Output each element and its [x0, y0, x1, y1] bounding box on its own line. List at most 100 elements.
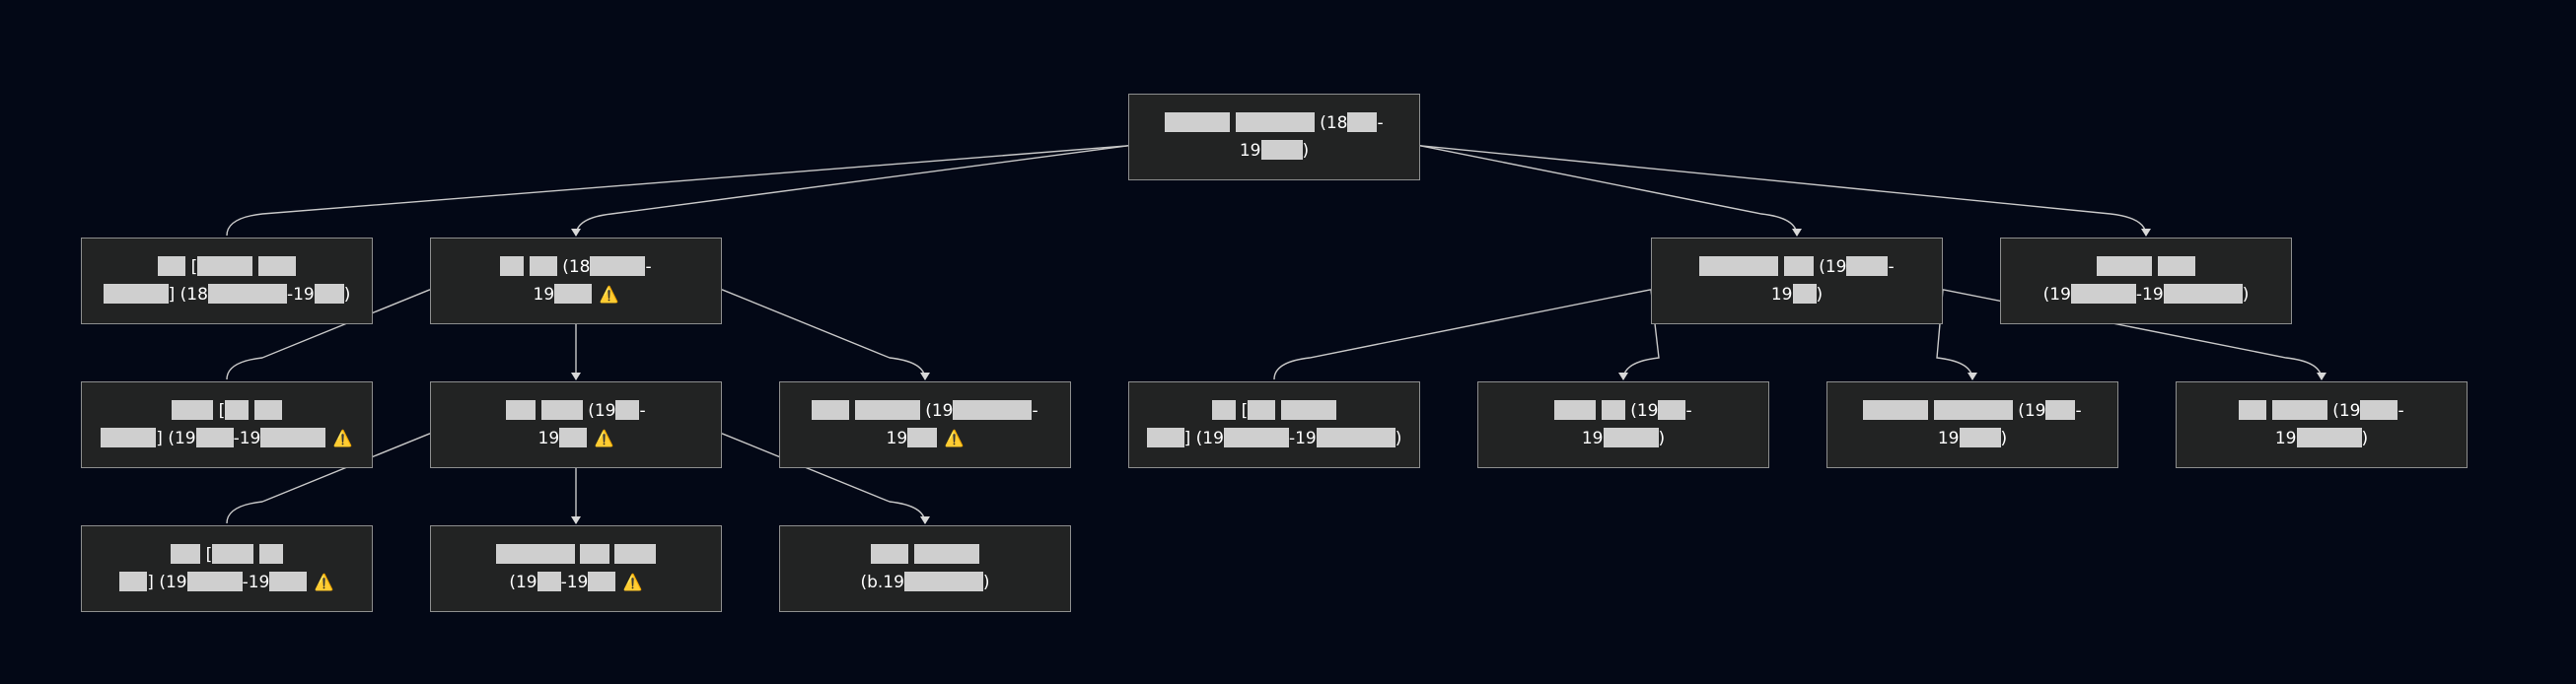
redacted-text	[258, 544, 283, 564]
redacted-text	[1248, 400, 1276, 420]
node-label: (19-19)	[1699, 253, 1895, 308]
redacted-text	[119, 572, 148, 591]
node-label-line: 19)	[1165, 137, 1383, 165]
label-text: )	[1395, 429, 1402, 448]
redacted-text	[903, 572, 983, 591]
arrowhead	[920, 373, 930, 380]
redacted-text	[812, 400, 850, 420]
redacted-text	[554, 284, 593, 304]
warning-icon: ⚠️	[944, 429, 965, 447]
warning-icon: ⚠️	[622, 573, 643, 591]
redacted-text	[529, 256, 557, 276]
node-label-line: (b.19)	[860, 569, 990, 596]
redacted-text	[1165, 112, 1231, 132]
redacted-text	[1235, 112, 1315, 132]
label-text: -19	[560, 573, 589, 592]
redacted-text	[269, 572, 308, 591]
node-label: (19-19 ⚠️	[812, 397, 1038, 452]
label-text: 19	[1581, 429, 1604, 448]
arrowhead	[571, 516, 581, 524]
label-text: [	[213, 401, 226, 421]
node-label: [ ] (19-19 ⚠️	[119, 541, 334, 596]
node-label-line: 19)	[1554, 425, 1691, 452]
redacted-text	[537, 572, 561, 591]
tree-node-child: (19-19)	[2000, 238, 2292, 324]
redacted-text	[2070, 284, 2136, 304]
redacted-text	[172, 400, 214, 420]
redacted-text	[2157, 256, 2195, 276]
label-text	[307, 573, 312, 592]
label-text: (19	[2012, 401, 2046, 421]
redacted-text	[871, 544, 909, 564]
connector-line	[1419, 145, 1798, 237]
arrowhead	[1968, 373, 1977, 380]
label-text: (18	[1314, 113, 1348, 133]
node-label-line: 19 ⚠️	[500, 281, 651, 308]
redacted-text	[1603, 428, 1659, 447]
label-text: -	[639, 401, 646, 421]
redacted-text	[1699, 256, 1779, 276]
label-text: -	[1032, 401, 1038, 421]
node-label-line: (19-	[1554, 397, 1692, 425]
node-label: [ ] (19-19)	[1146, 397, 1402, 452]
label-text: )	[343, 285, 351, 305]
tree-node-spouse: [ ] (19-19 ⚠️	[81, 525, 373, 612]
tree-node-great-grandchild: (b.19)	[779, 525, 1071, 612]
node-label-line: ] (19-19 ⚠️	[119, 569, 334, 596]
connector-line	[575, 145, 1129, 237]
redacted-text	[580, 544, 609, 564]
label-text: [	[200, 545, 213, 565]
node-label-line: 19 ⚠️	[812, 425, 1038, 452]
label-text: )	[1658, 429, 1666, 448]
redacted-text	[540, 400, 583, 420]
redacted-text	[1863, 400, 1929, 420]
tree-node-root: (18-19)	[1128, 94, 1420, 180]
redacted-text	[1792, 284, 1817, 304]
redacted-text	[186, 572, 243, 591]
redacted-text	[559, 428, 588, 447]
label-text: )	[2242, 285, 2250, 305]
label-text: -	[2075, 401, 2082, 421]
redacted-text	[615, 400, 640, 420]
tree-node-grandchild: (19-19 ⚠️	[430, 381, 722, 468]
redacted-text	[1146, 428, 1184, 447]
redacted-text	[2239, 400, 2267, 420]
node-label: [ ] (18-19)	[103, 253, 351, 308]
label-text	[325, 429, 330, 448]
node-label-line	[495, 541, 657, 569]
node-label-line: 19)	[2239, 425, 2403, 452]
redacted-text	[171, 544, 201, 564]
node-label-line: [	[119, 541, 333, 569]
label-text: (19	[2326, 401, 2361, 421]
label-text	[937, 429, 942, 448]
redacted-text	[197, 256, 253, 276]
node-label-line: 19)	[1699, 281, 1894, 308]
label-text: )	[982, 573, 990, 592]
node-label-line: 19)	[1863, 425, 2081, 452]
label-text: -19	[1288, 429, 1317, 448]
redacted-text	[212, 544, 254, 564]
node-label-line: ] (18-19)	[103, 281, 351, 308]
label-text: ] (19	[147, 573, 187, 592]
arrowhead	[571, 229, 581, 237]
redacted-text	[913, 544, 979, 564]
warning-icon: ⚠️	[599, 285, 619, 304]
label-text: 19	[1770, 285, 1793, 305]
node-label-line: ] (19-19)	[1146, 425, 1402, 452]
node-label-line: [	[104, 253, 351, 281]
redacted-text	[2360, 400, 2398, 420]
label-text	[587, 429, 592, 448]
label-text: (19	[582, 401, 616, 421]
label-text: (18	[556, 257, 591, 277]
label-text	[592, 285, 597, 305]
label-text: -19	[233, 429, 261, 448]
label-text: (19	[2042, 285, 2071, 305]
label-text: 19	[2274, 429, 2297, 448]
redacted-text	[103, 284, 169, 304]
connector-line	[226, 145, 1129, 237]
redacted-text	[1280, 400, 1336, 420]
node-label-line: (19 -	[506, 397, 646, 425]
redacted-text	[1658, 400, 1686, 420]
node-label: (19-19 ⚠️	[495, 541, 657, 596]
node-label-line	[860, 541, 989, 569]
